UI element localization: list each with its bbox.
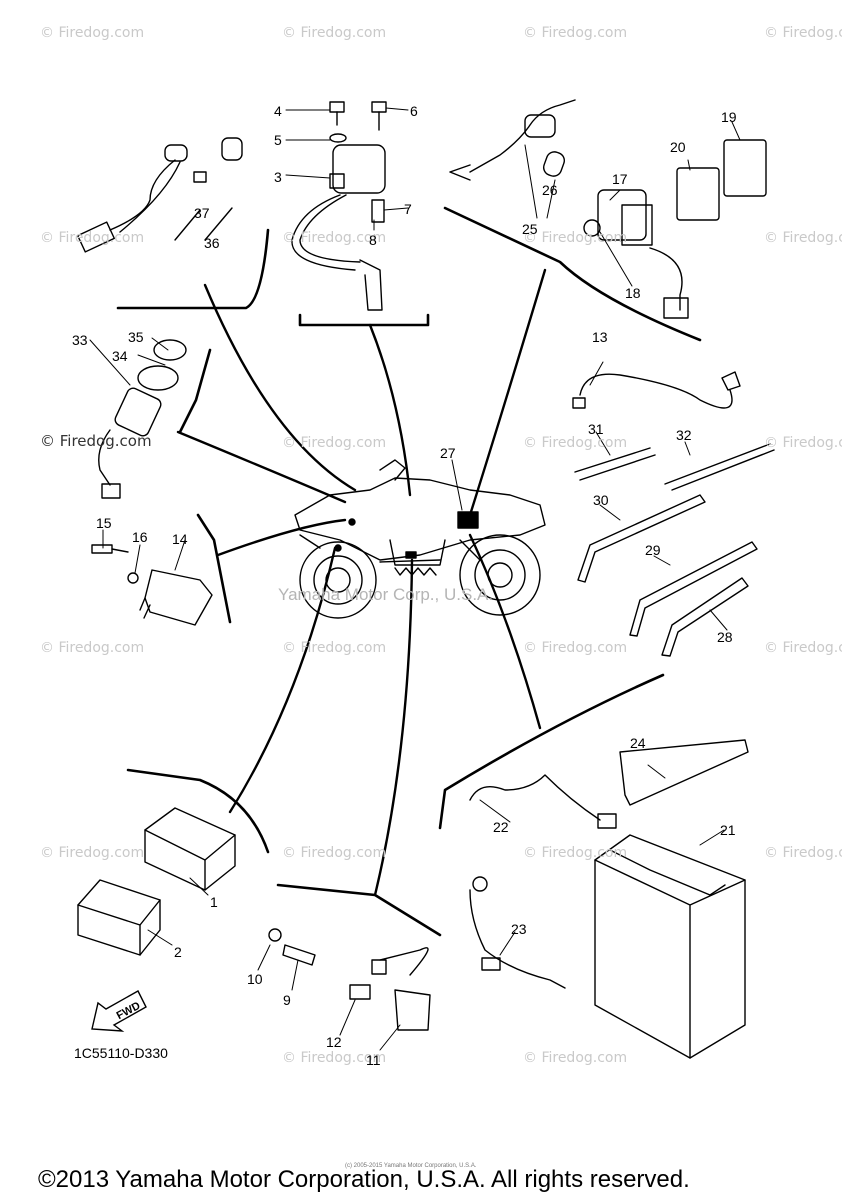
fine-print: (c) 2005-2015 Yamaha Motor Corporation, … (345, 1163, 477, 1169)
callout-31: 31 (588, 421, 604, 437)
callout-20: 20 (670, 139, 686, 155)
callout-29: 29 (645, 542, 661, 558)
watermark: © Firedog.com (40, 230, 145, 246)
callout-1: 1 (210, 894, 218, 910)
callout-30: 30 (593, 492, 609, 508)
callout-5: 5 (274, 132, 282, 148)
fwd-arrow-icon (91, 990, 147, 1032)
battery-part (469, 739, 749, 1059)
callout-26: 26 (542, 182, 558, 198)
callout-15: 15 (96, 515, 112, 531)
callout-2: 2 (174, 944, 182, 960)
callout-18: 18 (625, 285, 641, 301)
watermark: © Firedog.com (282, 25, 387, 41)
watermark: © Firedog.com (282, 845, 387, 861)
callout-32: 32 (676, 427, 692, 443)
watermark: © Firedog.com (764, 230, 842, 246)
center-watermark: Yamaha Motor Corp., U.S.A. (278, 585, 494, 604)
leader-line (216, 518, 347, 557)
atv-illustration (294, 459, 546, 619)
callout-14: 14 (172, 531, 188, 547)
watermark: © Firedog.com (40, 640, 145, 656)
callout-28: 28 (717, 629, 733, 645)
watermark: © Firedog.com (523, 25, 628, 41)
watermark: © Firedog.com (764, 640, 842, 656)
callout-33: 33 (72, 332, 88, 348)
watermark: © Firedog.com (282, 435, 387, 451)
watermark: © Firedog.com (764, 435, 842, 451)
callout-19: 19 (721, 109, 737, 125)
ignition-coil-part (291, 101, 387, 311)
watermark: © Firedog.com (40, 845, 145, 861)
group-border-switches (116, 228, 270, 310)
group-border-battery (438, 673, 665, 830)
callout-21: 21 (720, 822, 736, 838)
callout-36: 36 (204, 235, 220, 251)
group-border-relay (443, 206, 702, 342)
leader-line (176, 430, 347, 504)
leader-line (468, 533, 542, 730)
leader-line (228, 546, 337, 814)
leader-line (368, 323, 412, 497)
leader-line (468, 268, 547, 517)
group-border-rectifier (196, 513, 232, 624)
copyright-notice: ©2013 Yamaha Motor Corporation, U.S.A. A… (38, 1166, 690, 1193)
watermark: © Firedog.com (523, 640, 628, 656)
cable-tie-part (577, 494, 758, 657)
main-switch-part (98, 339, 187, 499)
watermark: © Firedog.com (523, 845, 628, 861)
leader-line (203, 283, 357, 492)
sensor-part (268, 928, 431, 1031)
watermark: © Firedog.com (282, 640, 387, 656)
watermark: © Firedog.com (764, 25, 842, 41)
callout-4: 4 (274, 103, 282, 119)
callout-23: 23 (511, 921, 527, 937)
starter-relay-part (449, 99, 767, 319)
callout-22: 22 (493, 819, 509, 835)
callout-24: 24 (630, 735, 646, 751)
watermark: © Firedog.com (523, 1050, 628, 1066)
watermark: © Firedog.com (40, 25, 145, 41)
callout-37: 37 (194, 205, 210, 221)
callout-13: 13 (592, 329, 608, 345)
callout-11: 11 (366, 1052, 381, 1068)
drawing-code: 1C55110-D330 (74, 1045, 168, 1061)
callout-34: 34 (112, 348, 128, 364)
callout-27: 27 (440, 445, 456, 461)
callout-6: 6 (410, 103, 418, 119)
callout-3: 3 (274, 169, 282, 185)
group-border-ignition-coil (298, 313, 430, 327)
watermark: © Firedog.com (40, 432, 152, 450)
watermark: © Firedog.com (523, 435, 628, 451)
callout-8: 8 (369, 232, 377, 248)
watermark: © Firedog.com (282, 230, 387, 246)
callout-12: 12 (326, 1034, 342, 1050)
callout-9: 9 (283, 992, 291, 1008)
callout-16: 16 (132, 529, 148, 545)
callout-25: 25 (522, 221, 538, 237)
group-border-sensor (276, 883, 442, 937)
watermark: © Firedog.com (764, 845, 842, 861)
switch-assembly-part (76, 137, 243, 253)
callout-17: 17 (612, 171, 628, 187)
group-border-main-switch (178, 348, 212, 434)
watermark: © Firedog.com (282, 1050, 387, 1066)
callout-35: 35 (128, 329, 144, 345)
callout-7: 7 (404, 201, 412, 217)
cdi-unit-part (77, 807, 236, 956)
leader-line (373, 558, 414, 897)
watermark: © Firedog.com (523, 230, 628, 246)
rectifier-part (91, 544, 213, 626)
callout-10: 10 (247, 971, 263, 987)
group-border-cdi (126, 768, 270, 854)
callout-leaders (89, 107, 741, 1051)
